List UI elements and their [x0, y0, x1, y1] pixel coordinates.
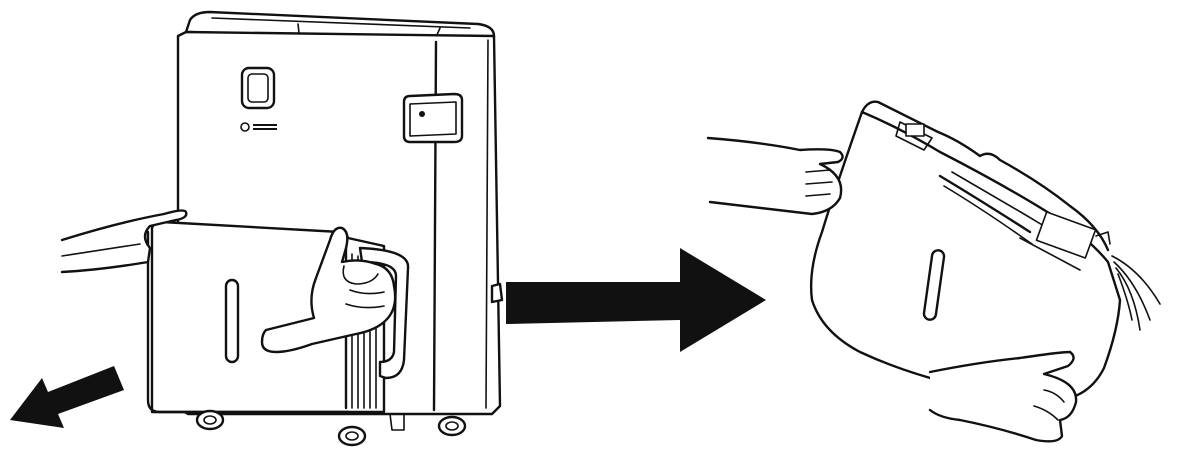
finger-line	[805, 169, 831, 173]
dehumidifier-unit	[146, 10, 504, 447]
tank-spout	[1095, 231, 1111, 245]
finger-line	[345, 303, 385, 309]
water-level-window	[922, 249, 946, 321]
water-line	[1111, 255, 1161, 305]
tank-handle	[358, 246, 410, 380]
lower-hand	[928, 350, 1078, 443]
lower-hand-shape	[928, 350, 1078, 443]
water-stream	[1111, 255, 1161, 331]
finger-line	[342, 265, 379, 285]
left-hand	[60, 209, 188, 274]
water-level-window	[224, 278, 240, 364]
arrow-right-icon	[506, 248, 766, 352]
upper-hand-shape	[706, 136, 844, 216]
tank-inner-edge	[1019, 237, 1081, 271]
power-button-inner	[247, 73, 269, 103]
tank-shell	[809, 110, 1122, 402]
finger-line	[349, 289, 385, 295]
drain-hose-connector	[490, 282, 504, 304]
hand-crease	[61, 243, 141, 257]
finger-line	[1033, 405, 1059, 421]
brand-logo	[240, 122, 277, 132]
finger-line	[805, 181, 833, 185]
wheel-icon	[195, 409, 225, 431]
arrow-down-left-icon	[10, 366, 124, 428]
hand-holding-unit	[60, 209, 188, 274]
side-edge	[485, 39, 489, 409]
tank-front-edge	[146, 230, 350, 414]
carry-handle-inner	[409, 101, 457, 137]
hand-pulling-tank	[260, 226, 397, 354]
tank-float-box	[1035, 211, 1097, 259]
caster-wheels	[195, 409, 467, 447]
tilted-water-tank	[809, 100, 1122, 402]
handle-screw	[419, 111, 425, 117]
tank-rim	[860, 100, 1110, 252]
water-line	[1117, 273, 1133, 321]
power-button-icon	[240, 66, 276, 110]
wheel-icon	[337, 425, 367, 447]
right-hand	[260, 226, 397, 354]
tank-inner-bar	[943, 185, 1033, 245]
upper-hand	[706, 136, 844, 216]
lid-edge-line	[211, 17, 471, 29]
water-line	[1115, 267, 1141, 331]
carry-handle	[402, 92, 464, 144]
finger-line	[1043, 389, 1065, 403]
tank-latch-inner	[905, 123, 925, 137]
wheel-mount	[389, 413, 405, 431]
finger-line	[805, 193, 831, 197]
tank-inner-bar	[938, 174, 1032, 234]
water-line	[1113, 261, 1151, 321]
wheel-icon	[437, 415, 467, 437]
tank-inner-edge	[951, 171, 1045, 227]
